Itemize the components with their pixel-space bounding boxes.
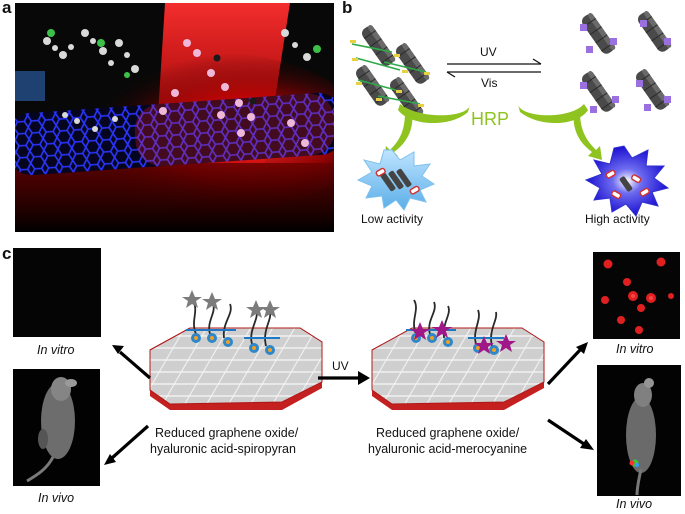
right-caption-line-1: Reduced graphene oxide/ bbox=[376, 426, 520, 440]
uv-vis-equilibrium-arrows bbox=[446, 58, 542, 78]
graphene-sheet-spiropyran bbox=[149, 327, 323, 410]
in-vivo-label-right: In vivo bbox=[616, 497, 653, 511]
carbon-nanotube bbox=[15, 92, 334, 176]
in-vitro-image-right bbox=[593, 252, 680, 339]
in-vivo-image-left bbox=[13, 369, 100, 486]
panel-a-image bbox=[15, 3, 334, 232]
spiropyran-ligands bbox=[182, 290, 280, 355]
uv-label-c: UV bbox=[332, 359, 349, 373]
vis-label-b: Vis bbox=[481, 76, 498, 90]
spiropyran-molecules bbox=[43, 29, 311, 132]
high-activity-label: High activity bbox=[585, 212, 650, 226]
in-vivo-image-right bbox=[597, 365, 681, 496]
left-caption-line-1: Reduced graphene oxide/ bbox=[155, 426, 299, 440]
nanotube-illustration bbox=[15, 3, 334, 232]
merocyanine-ligands bbox=[406, 299, 516, 355]
in-vitro-label-right: In vitro bbox=[616, 342, 654, 356]
merocyanine-molecules bbox=[159, 39, 309, 147]
in-vitro-image-left bbox=[13, 248, 101, 337]
in-vitro-label-left: In vitro bbox=[37, 343, 75, 357]
panel-c-letter: c bbox=[2, 244, 12, 263]
uv-label-b: UV bbox=[480, 45, 497, 59]
in-vivo-label-left: In vivo bbox=[38, 491, 75, 505]
cnt-bundle-spiropyran bbox=[350, 23, 431, 121]
panel-a-letter: a bbox=[2, 0, 12, 17]
graphene-sheet-merocyanine bbox=[371, 327, 545, 410]
hrp-label: HRP bbox=[471, 109, 510, 129]
cnt-separated-merocyanine bbox=[579, 9, 673, 115]
left-caption-line-2: hyaluronic acid-spiropyran bbox=[150, 442, 296, 456]
high-activity-burst bbox=[584, 145, 670, 217]
panel-b-letter: b bbox=[342, 0, 353, 17]
right-caption-line-2: hyaluronic acid-merocyanine bbox=[368, 442, 528, 456]
low-activity-label: Low activity bbox=[361, 212, 424, 226]
low-activity-burst bbox=[356, 149, 436, 211]
